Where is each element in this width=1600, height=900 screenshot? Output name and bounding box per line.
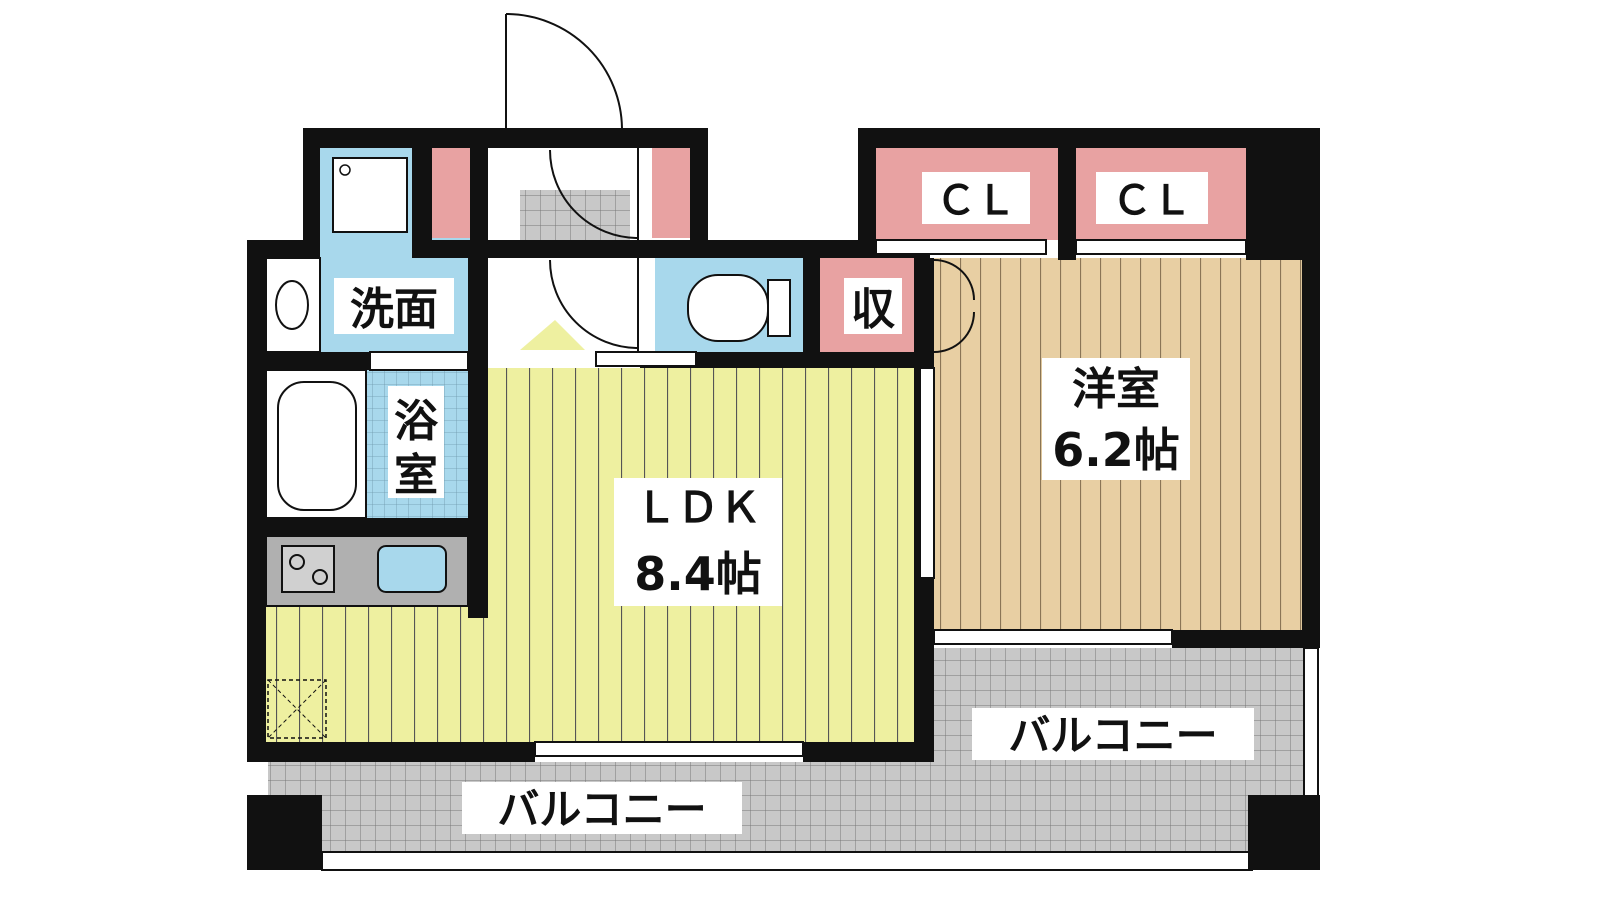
- walls: [247, 128, 1320, 870]
- shoe-storage-right: [652, 148, 692, 238]
- shoe-storage-left: [432, 148, 472, 238]
- ldk-label: ＬＤＫ: [635, 483, 761, 532]
- kitchen-counter: [265, 535, 469, 607]
- sink-icon: [377, 545, 447, 593]
- entrance: [488, 190, 638, 352]
- bath-label-group: 浴 室: [388, 386, 444, 501]
- stove-burner-icon: [289, 554, 305, 570]
- western-room-size-label: 6.2帖: [1052, 423, 1180, 477]
- closet-1-label: ＣＬ: [936, 178, 1016, 224]
- windows: [369, 239, 1247, 757]
- stove-burner-icon: [312, 569, 328, 585]
- closet-2-label-group: ＣＬ: [1096, 172, 1208, 224]
- bath-label-2: 室: [394, 450, 438, 501]
- fridge-space: [267, 679, 327, 739]
- closet-2-label: ＣＬ: [1112, 178, 1192, 224]
- balcony-south: [268, 762, 1303, 871]
- bath-label-1: 浴: [394, 396, 439, 447]
- washing-machine-icon: [332, 157, 408, 233]
- closet-1-label-group: ＣＬ: [922, 172, 1030, 224]
- ldk-size-label: 8.4帖: [634, 547, 762, 601]
- western-room-label-group: 洋室 6.2帖: [1042, 358, 1190, 480]
- kitchen-floor: [266, 605, 486, 743]
- balcony-east-label: バルコニー: [1008, 711, 1217, 760]
- hall-door-icon: [549, 148, 639, 352]
- western-room-label: 洋室: [1072, 364, 1160, 415]
- washbasin-icon: [265, 257, 321, 353]
- storage-label: 収: [851, 284, 895, 335]
- entrance-door-icon: [505, 13, 623, 131]
- washroom-label-group: 洗面: [334, 278, 454, 335]
- western-room-door-icon: [933, 259, 975, 353]
- balcony-south-label: バルコニー: [497, 785, 706, 834]
- balcony-south-label-group: バルコニー: [462, 782, 742, 834]
- washroom-label: 洗面: [350, 284, 438, 335]
- ldk-label-group: ＬＤＫ 8.4帖: [614, 478, 782, 606]
- toilet-icon: [687, 274, 791, 342]
- balcony-east-label-group: バルコニー: [972, 708, 1254, 760]
- storage-label-group: 収: [844, 278, 902, 335]
